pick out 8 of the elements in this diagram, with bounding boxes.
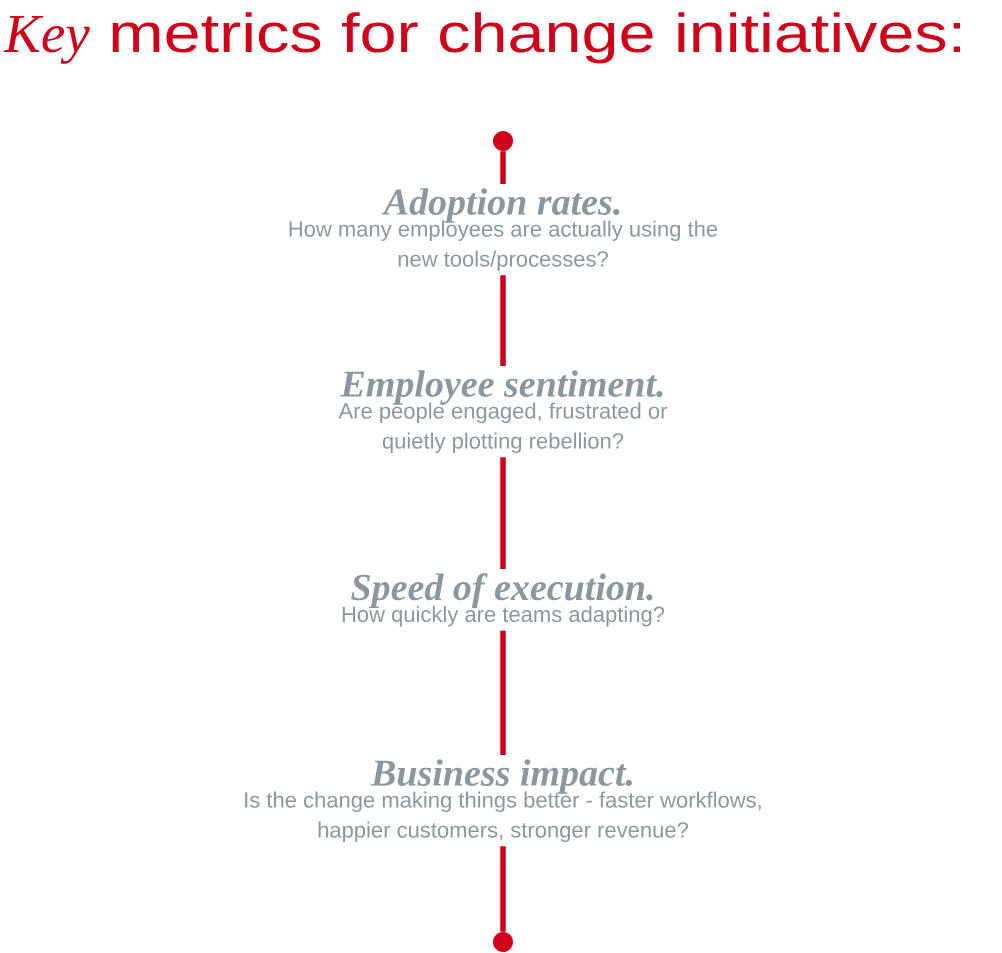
dot bbox=[493, 932, 513, 952]
connector-line bbox=[500, 630, 506, 755]
title: Key metrics for change initiatives: bbox=[3, 12, 961, 64]
connector-line bbox=[500, 846, 506, 932]
connector-line bbox=[500, 275, 506, 366]
connector-line bbox=[500, 151, 506, 184]
dot bbox=[493, 131, 513, 151]
connector-line bbox=[500, 457, 506, 569]
